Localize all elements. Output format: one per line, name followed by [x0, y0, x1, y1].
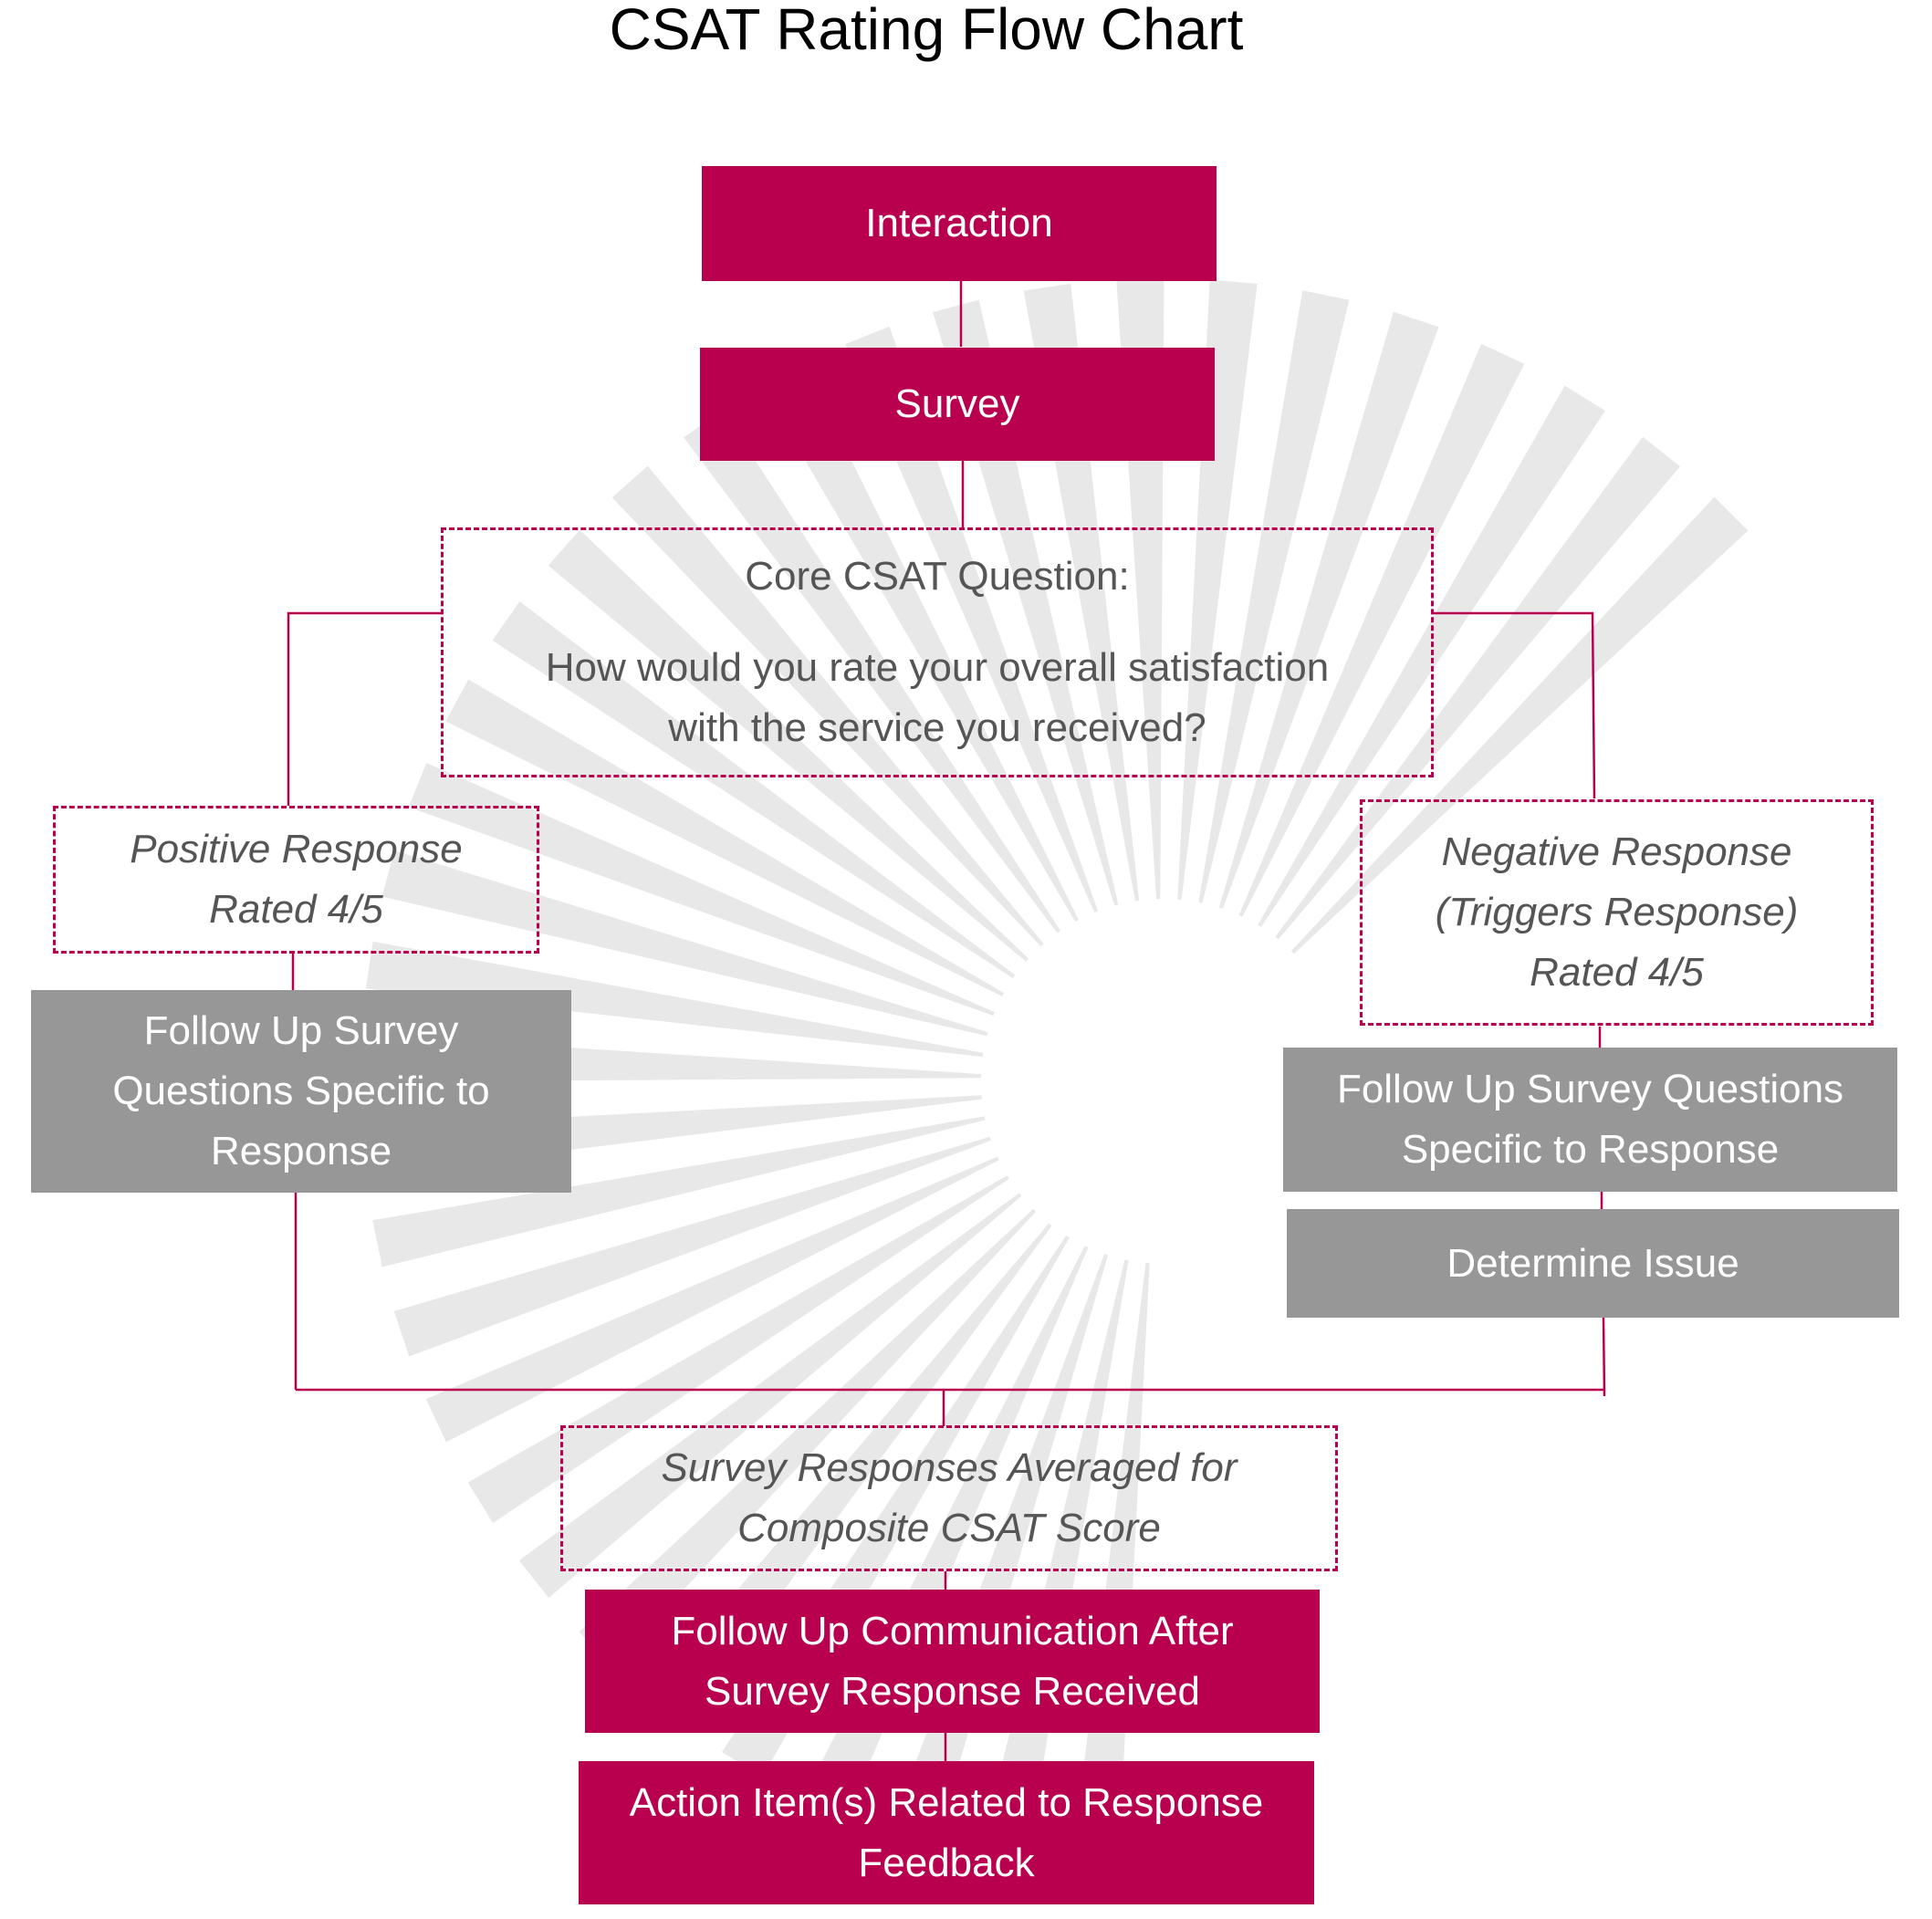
core-question-box: Core CSAT Question: How would you rate y…: [441, 527, 1434, 777]
sunburst-ray: [1238, 343, 1525, 917]
positive-response-box: Positive Response Rated 4/5: [53, 806, 539, 954]
sunburst-ray: [1290, 496, 1749, 954]
connector-question-negative: [1433, 611, 1596, 799]
sunburst-ray: [611, 465, 1044, 947]
sunburst-ray: [579, 1208, 1037, 1666]
sunburst-ray: [1275, 436, 1680, 940]
sunburst-ray: [1177, 279, 1258, 900]
sunburst-ray: [1218, 311, 1439, 909]
sunburst-ray: [548, 529, 1029, 962]
interaction-box: Interaction: [702, 166, 1217, 281]
sunburst-ray: [467, 1175, 1009, 1523]
communication-box: Follow Up Communication After Survey Res…: [585, 1590, 1320, 1733]
sunburst-ray: [381, 850, 988, 1037]
sunburst-ray: [684, 410, 1060, 933]
connector-right-down: [1602, 1317, 1606, 1397]
core-question-heading: Core CSAT Question:: [745, 554, 1130, 599]
page-title: CSAT Rating Flow Chart: [609, 0, 1244, 62]
sunburst-ray: [365, 941, 984, 1058]
action-items-box: Action Item(s) Related to Response Feedb…: [579, 1761, 1314, 1904]
sunburst-ray: [518, 1193, 1022, 1598]
sunburst-ray: [1198, 290, 1350, 903]
sunburst-ray: [408, 763, 995, 1017]
sunburst-ray: [372, 1116, 986, 1267]
averaged-box: Survey Responses Averaged for Composite …: [560, 1425, 1338, 1571]
sunburst-ray: [492, 601, 1016, 978]
sunburst-ray: [425, 1156, 999, 1443]
connector-question-positive: [287, 611, 442, 806]
sunburst-ray: [393, 1136, 991, 1357]
followup-right-box: Follow Up Survey Questions Specific to R…: [1283, 1048, 1897, 1192]
core-question-line2: with the service you received?: [668, 705, 1206, 750]
followup-left-box: Follow Up Survey Questions Specific to R…: [31, 990, 571, 1193]
sunburst-ray: [845, 326, 1099, 913]
sunburst-ray: [761, 363, 1079, 922]
core-question-line1: How would you rate your overall satisfac…: [545, 645, 1330, 690]
sunburst-ray: [445, 679, 1004, 996]
negative-response-box: Negative Response (Triggers Response) Ra…: [1360, 799, 1874, 1026]
determine-issue-box: Determine Issue: [1287, 1209, 1899, 1318]
survey-box: Survey: [700, 348, 1215, 461]
